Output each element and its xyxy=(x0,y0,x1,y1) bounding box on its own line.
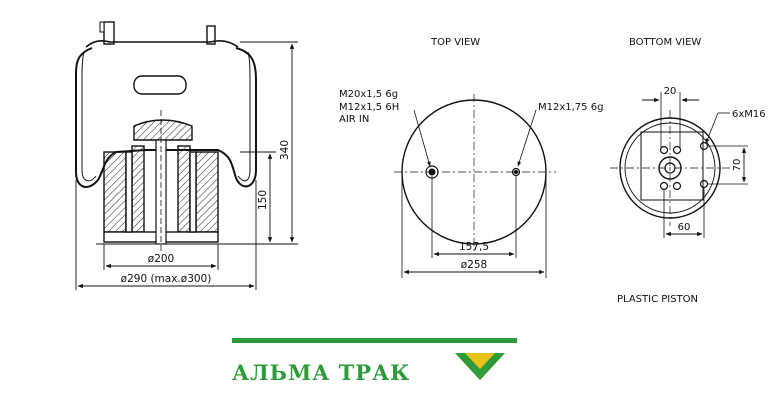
dim-vertical-70: 70 xyxy=(732,159,743,172)
center-boss xyxy=(658,156,682,180)
dim-outer-diameter: ø290 (max.ø300) xyxy=(121,273,212,285)
bellow-slot xyxy=(133,75,187,95)
brand-logo-icon xyxy=(455,353,505,380)
top-view-title: TOP VIEW xyxy=(430,37,480,48)
plastic-piston-note: PLASTIC PISTON xyxy=(617,294,698,305)
bottom-view-title: BOTTOM VIEW xyxy=(629,37,701,48)
dim-height-total: 340 xyxy=(279,140,291,160)
dim-piston-diameter: ø200 xyxy=(148,253,174,265)
dim-plate-diameter: ø258 xyxy=(461,259,487,271)
bottom-view xyxy=(610,92,748,238)
thread-6xm16: 6xM16 xyxy=(732,109,766,120)
side-view-dimensions xyxy=(75,41,298,290)
dim-width-20: 20 xyxy=(664,86,677,97)
thread-1-label: M20x1,5 6g xyxy=(339,89,398,100)
piston xyxy=(103,110,219,254)
side-view xyxy=(75,21,257,254)
brand-bar xyxy=(232,338,517,343)
dim-horizontal-60: 60 xyxy=(678,222,691,233)
top-stud-left xyxy=(103,21,115,45)
top-plate xyxy=(85,40,239,48)
thread-2-label: M12x1,5 6H xyxy=(339,102,399,113)
bottom-plate xyxy=(640,131,704,201)
rubber-bumper xyxy=(133,119,193,141)
bolt-holes xyxy=(659,141,709,191)
brand-name: АЛЬМА ТРАК xyxy=(232,360,411,385)
dim-height-piston: 150 xyxy=(257,190,269,210)
top-view xyxy=(394,94,556,278)
mount-stud xyxy=(511,167,521,177)
air-in-label: AIR IN xyxy=(339,114,369,125)
top-stud-right xyxy=(206,25,216,45)
dim-stud-spacing: 157,5 xyxy=(459,241,489,253)
thread-3-label: M12x1,75 6g xyxy=(538,102,603,113)
